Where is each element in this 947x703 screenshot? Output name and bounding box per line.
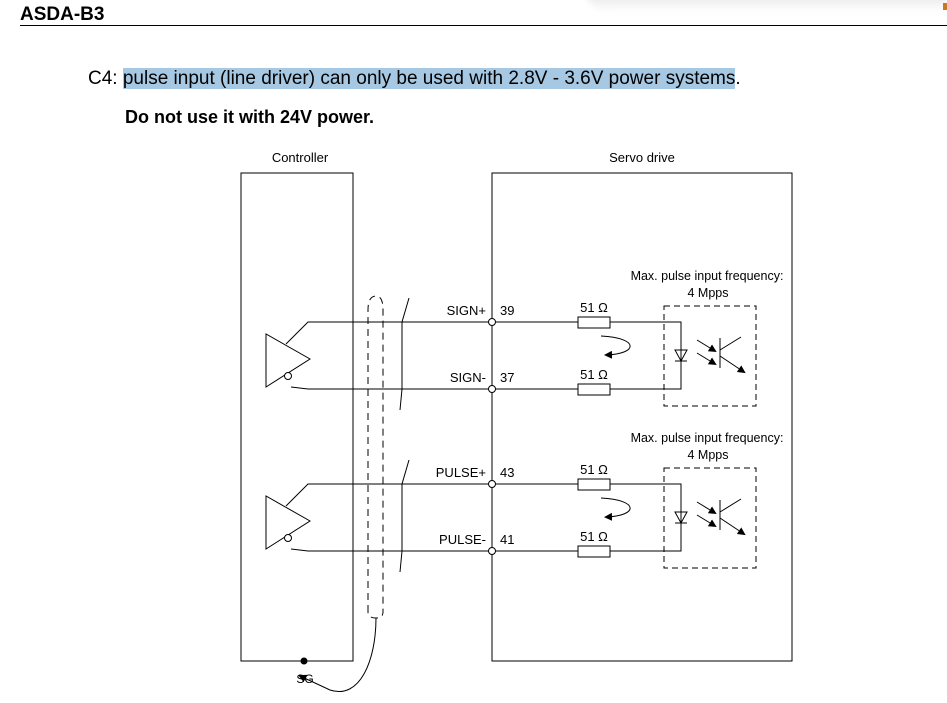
- servo-drive-label: Servo drive: [609, 150, 675, 165]
- light-arrow-icon: [696, 501, 717, 515]
- note-suffix: .: [735, 68, 741, 89]
- resistor-label-top: 51 Ω: [580, 462, 608, 477]
- opto-input-wire: [610, 321, 682, 390]
- document-header-title: ASDA-B3: [20, 4, 105, 25]
- overlay-shadow: [585, 0, 947, 12]
- resistor-top: [577, 316, 611, 329]
- terminal-neg: [488, 547, 496, 555]
- emitter-arrow-icon: [719, 355, 746, 374]
- diode-icon: [674, 511, 688, 525]
- wire-positive: [285, 483, 608, 507]
- current-arrow-icon: [600, 335, 631, 359]
- twisted-pair-mark: [399, 297, 410, 411]
- pin-label-pos: 43: [500, 465, 514, 480]
- wire-positive: [285, 321, 608, 345]
- corner-mark: [943, 3, 947, 10]
- light-arrow-icon: [696, 339, 717, 353]
- shield-ground-wire: [298, 617, 377, 693]
- inverter-bubble: [284, 372, 292, 380]
- terminal-pos: [488, 480, 496, 488]
- optocoupler-box: [663, 467, 757, 569]
- note-prefix: C4:: [88, 68, 123, 89]
- max-frequency-value: 4 Mpps: [688, 448, 729, 462]
- phototransistor-icon: [719, 498, 742, 530]
- inverter-bubble: [284, 534, 292, 542]
- pin-label-pos: 39: [500, 303, 514, 318]
- diode-icon: [674, 349, 688, 363]
- controller-box: [240, 172, 354, 662]
- resistor-label-top: 51 Ω: [580, 300, 608, 315]
- opto-input-wire: [610, 483, 682, 552]
- max-frequency-value: 4 Mpps: [688, 286, 729, 300]
- current-arrow-icon: [600, 497, 631, 521]
- shielded-cable: [367, 295, 384, 619]
- light-arrow-icon: [696, 352, 717, 366]
- max-frequency-label: Max. pulse input frequency:: [631, 269, 784, 283]
- servo-drive-box: [491, 172, 793, 662]
- signal-label-neg: PULSE-: [439, 532, 486, 547]
- resistor-bottom: [577, 383, 611, 396]
- wire-negative: [290, 548, 608, 552]
- light-arrow-icon: [696, 514, 717, 528]
- twisted-pair-mark: [399, 459, 410, 573]
- pin-label-neg: 41: [500, 532, 514, 547]
- warning-text: Do not use it with 24V power.: [125, 107, 375, 127]
- wire-negative: [290, 386, 608, 390]
- pin-label-neg: 37: [500, 370, 514, 385]
- signal-label-pos: SIGN+: [447, 303, 486, 318]
- max-frequency-label: Max. pulse input frequency:: [631, 431, 784, 445]
- signal-label-pos: PULSE+: [436, 465, 486, 480]
- terminal-neg: [488, 385, 496, 393]
- resistor-top: [577, 478, 611, 491]
- resistor-label-neg: 51 Ω: [580, 367, 608, 382]
- sg-label: SG: [296, 672, 313, 686]
- signal-label-neg: SIGN-: [450, 370, 486, 385]
- sg-terminal: [300, 657, 308, 665]
- optocoupler-box: [663, 305, 757, 407]
- resistor-bottom: [577, 545, 611, 558]
- note-line: C4: pulse input (line driver) can only b…: [88, 68, 741, 90]
- header-divider: [20, 25, 947, 26]
- resistor-label-neg: 51 Ω: [580, 529, 608, 544]
- highlighted-text[interactable]: pulse input (line driver) can only be us…: [122, 68, 736, 89]
- emitter-arrow-icon: [719, 517, 746, 536]
- phototransistor-icon: [719, 336, 742, 368]
- terminal-pos: [488, 318, 496, 326]
- controller-label: Controller: [272, 150, 329, 165]
